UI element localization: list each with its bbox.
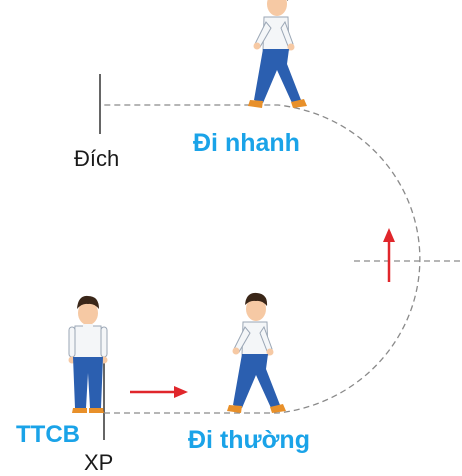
boy-walking-icon	[226, 292, 287, 414]
fast-walk-label: Đi nhanh	[193, 129, 300, 157]
normal-walk-label: Đi thường	[188, 426, 310, 454]
boy-fast-walking-icon	[247, 0, 308, 109]
arrow-right-icon	[130, 386, 188, 398]
ready-position-label: TTCB	[16, 421, 80, 448]
boy-standing-icon	[68, 295, 108, 414]
finish-label: Đích	[74, 146, 120, 171]
arrow-up-icon	[383, 228, 395, 282]
walking-path	[104, 104, 421, 414]
start-label: XP	[84, 450, 114, 475]
